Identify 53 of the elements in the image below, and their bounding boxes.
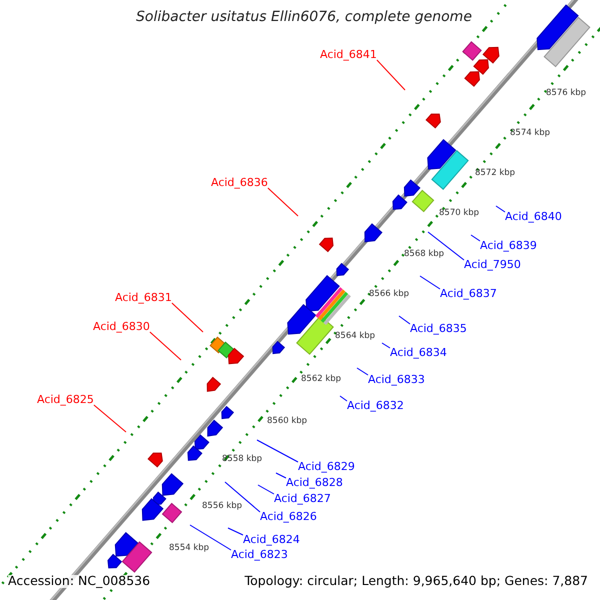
gene-label: Acid_6823: [231, 549, 288, 560]
scale-label: 8568 kbp: [404, 250, 444, 258]
diagram-title: Solibacter usitatus Ellin6076, complete genome: [135, 10, 473, 24]
leader-line: [420, 276, 440, 290]
gene-label: Acid_6831: [115, 292, 172, 303]
scale-label: 8554 kbp: [169, 544, 210, 552]
gene-label: Acid_6826: [260, 511, 317, 522]
gene-label: Acid_6836: [211, 177, 268, 188]
leader-line: [171, 302, 204, 332]
scale-label: 8574 kbp: [510, 129, 550, 138]
leader-line: [340, 396, 348, 402]
scale-label: 8566 kbp: [369, 290, 410, 298]
gene-label: Acid_6825: [37, 394, 94, 405]
leader-line: [356, 368, 368, 376]
leader-line: [228, 528, 244, 536]
leader-line: [258, 484, 274, 494]
leader-line: [470, 234, 480, 242]
info-text: Topology: circular; Length: 9,965,640 bp; Genes: 7,887: [244, 575, 588, 588]
leader-line: [428, 232, 464, 260]
scale-label: 8562 kbp: [301, 375, 342, 384]
gene-label: Acid_6837: [440, 288, 497, 299]
gene-label: Acid_6829: [298, 461, 355, 472]
scale-label: 8556 kbp: [202, 502, 242, 510]
gene-label: Acid_6827: [274, 493, 331, 504]
leader-line: [267, 188, 298, 216]
gene-label: Acid_6824: [243, 534, 300, 545]
gene-label: Acid_6832: [347, 400, 404, 411]
scale-label: 8572 kbp: [475, 169, 516, 178]
scale-label: 8558 kbp: [222, 455, 262, 464]
gene-label: Acid_6839: [480, 240, 537, 251]
leader-line: [256, 440, 298, 462]
gene-label: Acid_6841: [320, 49, 377, 60]
leader-line: [93, 404, 126, 432]
gene-label: Acid_6834: [390, 347, 447, 358]
leader-line: [398, 316, 410, 324]
gene-label: Acid_6833: [368, 374, 425, 385]
gene-label: Acid_7950: [464, 259, 521, 270]
gene-label: Acid_6840: [505, 211, 562, 222]
leader-line: [149, 332, 182, 360]
scale-label: 8576 kbp: [546, 89, 586, 98]
leader-line: [496, 206, 506, 212]
leader-line: [376, 60, 406, 90]
gene-label: Acid_6828: [286, 477, 343, 488]
gene-label: Acid_6835: [410, 323, 467, 334]
leader-line: [224, 482, 260, 512]
gene-label: Acid_6830: [93, 321, 150, 332]
leader-line: [276, 472, 286, 478]
scale-label: 8560 kbp: [267, 417, 308, 426]
leader-line: [382, 342, 390, 348]
scale-label: 8564 kbp: [335, 332, 376, 340]
leader-line: [190, 524, 232, 550]
scale-label: 8570 kbp: [439, 209, 480, 218]
info-text: Accession: NC_008536: [8, 575, 150, 588]
